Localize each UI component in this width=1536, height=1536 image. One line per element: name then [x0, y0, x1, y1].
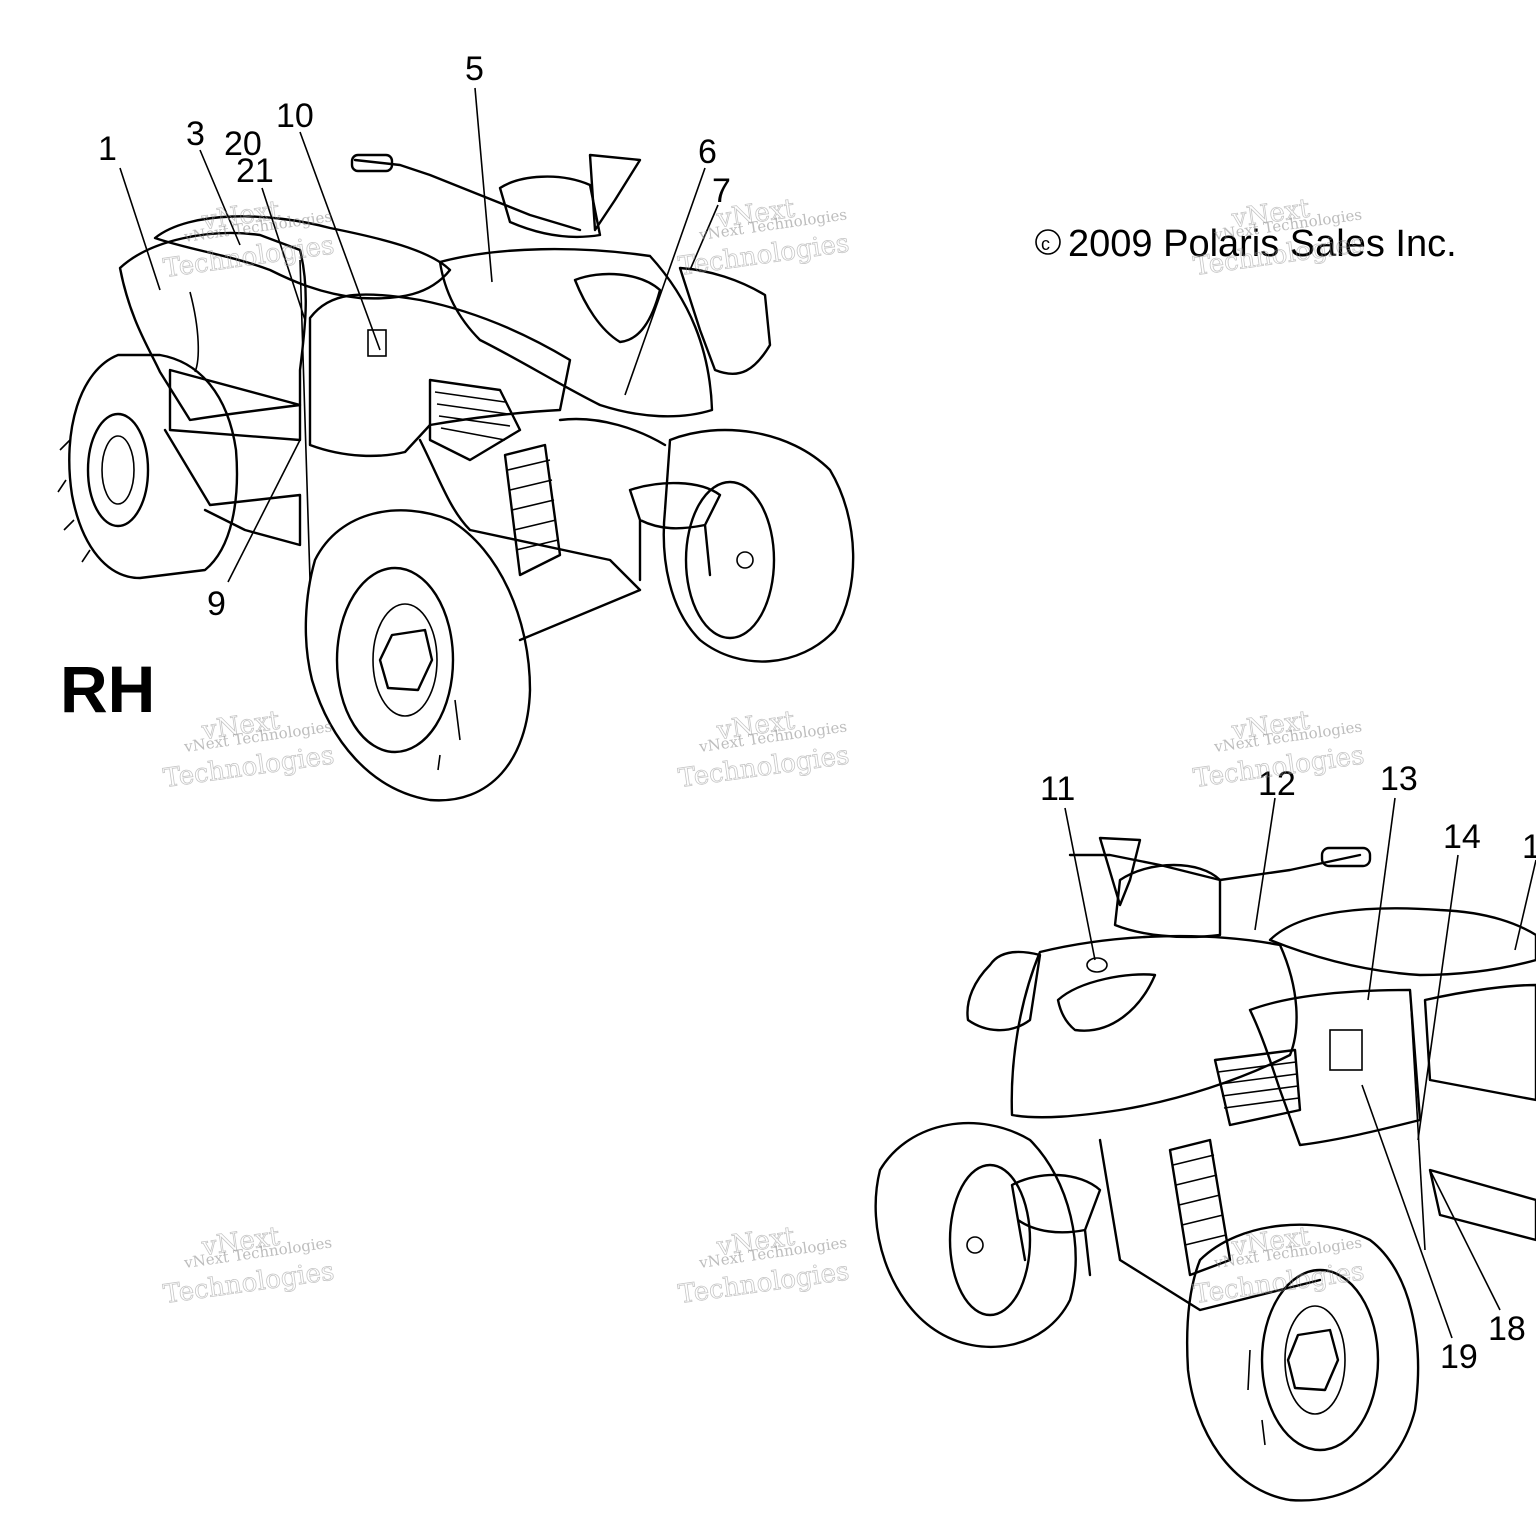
engine-rh	[418, 378, 667, 642]
watermark-4: vNext vNext Technologies Technologies	[161, 705, 336, 794]
callout-1-lh: 1	[1522, 828, 1536, 866]
atv-left-side-view: 11 12 13 14 1 18 19	[874, 760, 1536, 1502]
leader-lines-lh	[1064, 797, 1536, 1339]
front-tire-far-rh	[662, 428, 855, 663]
front-bumper-lh	[1010, 1173, 1102, 1277]
front-bumper-rh	[628, 481, 722, 582]
atv-right-side-view: 1 3 20 21 10 5 6 7 9 RH	[57, 50, 855, 802]
handlebars-rh	[350, 153, 642, 239]
watermark-2: vNext vNext Technologies Technologies	[676, 193, 851, 282]
copyright-symbol: c	[1041, 234, 1050, 254]
watermark-7: vNext vNext Technologies Technologies	[161, 1221, 336, 1310]
hood-lh	[1010, 934, 1298, 1119]
leader-lines-rh	[119, 87, 719, 583]
front-tire-far-lh	[874, 1121, 1077, 1349]
side-panel-rh	[299, 259, 572, 581]
front-tire-near-rh	[304, 509, 532, 802]
callout-12-lh: 12	[1258, 765, 1296, 803]
callout-3-rh: 3	[186, 115, 205, 153]
callout-6-rh: 6	[698, 133, 717, 171]
callouts-lh: 11 12 13 14 1 18 19	[1040, 760, 1536, 1376]
callout-19-lh: 19	[1440, 1338, 1478, 1376]
front-tire-near-lh	[1185, 1223, 1420, 1502]
watermark-8: vNext vNext Technologies Technologies	[676, 1221, 851, 1310]
rear-fender-rh	[118, 231, 307, 547]
front-fender-rh	[438, 247, 772, 418]
view-label-rh: RH	[60, 652, 155, 726]
callout-13-lh: 13	[1380, 760, 1418, 798]
callout-9-rh: 9	[207, 585, 226, 623]
copyright-notice: c 2009 Polaris Sales Inc.	[1035, 223, 1457, 265]
callout-7-rh: 7	[712, 172, 731, 210]
seat-rh	[153, 215, 452, 300]
watermark-1: vNext vNext Technologies Technologies	[161, 195, 336, 284]
handlebars-lh	[1068, 836, 1372, 939]
copyright-text: 2009 Polaris Sales Inc.	[1068, 223, 1457, 265]
callout-20-rh: 20	[224, 125, 262, 163]
seat-lh	[1268, 907, 1536, 977]
callout-11-lh: 11	[1040, 770, 1075, 808]
headlight-pod-lh	[966, 950, 1042, 1032]
callouts-rh: 1 3 20 21 10 5 6 7 9	[98, 50, 731, 623]
callout-1-rh: 1	[98, 130, 117, 168]
callout-10-rh: 10	[276, 97, 314, 135]
watermark-6: vNext vNext Technologies Technologies	[1191, 705, 1366, 794]
callout-18-lh: 18	[1488, 1310, 1526, 1348]
callout-21-rh: 21	[236, 152, 274, 190]
side-panel-lh	[1248, 983, 1536, 1251]
engine-lh	[1098, 1048, 1322, 1312]
callout-5-rh: 5	[465, 50, 484, 88]
watermark-5: vNext vNext Technologies Technologies	[676, 705, 851, 794]
rear-tire-rh	[57, 353, 239, 580]
callout-14-lh: 14	[1443, 818, 1481, 856]
